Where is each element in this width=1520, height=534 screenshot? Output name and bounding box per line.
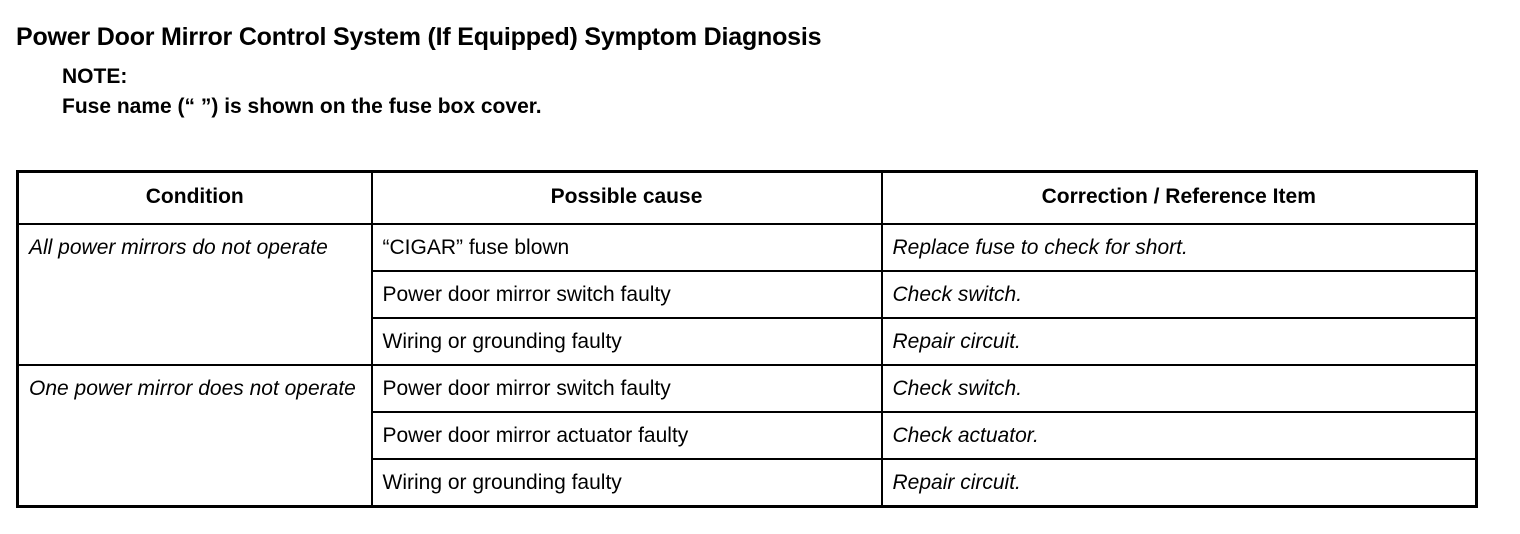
possible-cause-cell: Power door mirror switch faulty (370, 270, 883, 319)
possible-cause-text: Power door mirror actuator faulty (382, 424, 689, 447)
table-row: Power door mirror switch faulty Check sw… (18, 270, 1478, 319)
note-text: Fuse name (“ ”) is shown on the fuse box… (62, 95, 542, 118)
correction-text: Check switch. (892, 377, 1023, 400)
possible-cause-cell: Wiring or grounding faulty (370, 458, 883, 508)
note-label: NOTE: (62, 65, 128, 88)
condition-text: All power mirrors do not operate (29, 236, 328, 259)
possible-cause-cell: “CIGAR” fuse blown (370, 223, 883, 272)
correction-text: Repair circuit. (892, 471, 1021, 494)
possible-cause-text: “CIGAR” fuse blown (382, 236, 570, 259)
column-header-possible-cause: Possible cause (370, 170, 883, 225)
table-row: Power door mirror actuator faulty Check … (18, 411, 1478, 460)
possible-cause-cell: Power door mirror actuator faulty (370, 411, 883, 460)
note-block: NOTE: Fuse name (“ ”) is shown on the fu… (62, 62, 542, 122)
table-header: Condition Possible cause Correction / Re… (16, 170, 1478, 225)
possible-cause-cell: Wiring or grounding faulty (370, 317, 883, 366)
correction-text: Check switch. (892, 283, 1023, 306)
table-row: All power mirrors do not operate “CIGAR”… (16, 223, 1478, 366)
correction-cell: Repair circuit. (880, 317, 1478, 366)
possible-cause-text: Wiring or grounding faulty (382, 330, 622, 353)
table-header-row: Condition Possible cause Correction / Re… (16, 170, 1478, 225)
table-row: Wiring or grounding faulty Repair circui… (18, 317, 1478, 366)
possible-cause-text: Power door mirror switch faulty (382, 377, 671, 400)
possible-cause-text: Wiring or grounding faulty (382, 471, 622, 494)
table-body: All power mirrors do not operate “CIGAR”… (16, 223, 1478, 508)
correction-text: Repair circuit. (892, 330, 1021, 353)
column-header-condition: Condition (16, 170, 373, 225)
correction-text: Replace fuse to check for short. (892, 236, 1188, 259)
condition-text: One power mirror does not operate (29, 377, 356, 400)
correction-cell: Repair circuit. (880, 458, 1478, 508)
correction-cell: Check switch. (880, 270, 1478, 319)
page-title: Power Door Mirror Control System (If Equ… (16, 22, 822, 51)
possible-cause-cell: Power door mirror switch faulty (370, 364, 883, 413)
correction-cell: Check actuator. (880, 411, 1478, 460)
condition-cell: All power mirrors do not operate (16, 223, 373, 366)
condition-cell: One power mirror does not operate (16, 364, 373, 508)
correction-cell: Replace fuse to check for short. (880, 223, 1478, 272)
table-row: Wiring or grounding faulty Repair circui… (18, 458, 1478, 508)
table-row: One power mirror does not operate Power … (16, 364, 1478, 508)
possible-cause-text: Power door mirror switch faulty (382, 283, 671, 306)
correction-text: Check actuator. (892, 424, 1039, 447)
column-header-correction: Correction / Reference Item (880, 170, 1478, 225)
symptom-diagnosis-table: Condition Possible cause Correction / Re… (16, 170, 1478, 508)
correction-cell: Check switch. (880, 364, 1478, 413)
